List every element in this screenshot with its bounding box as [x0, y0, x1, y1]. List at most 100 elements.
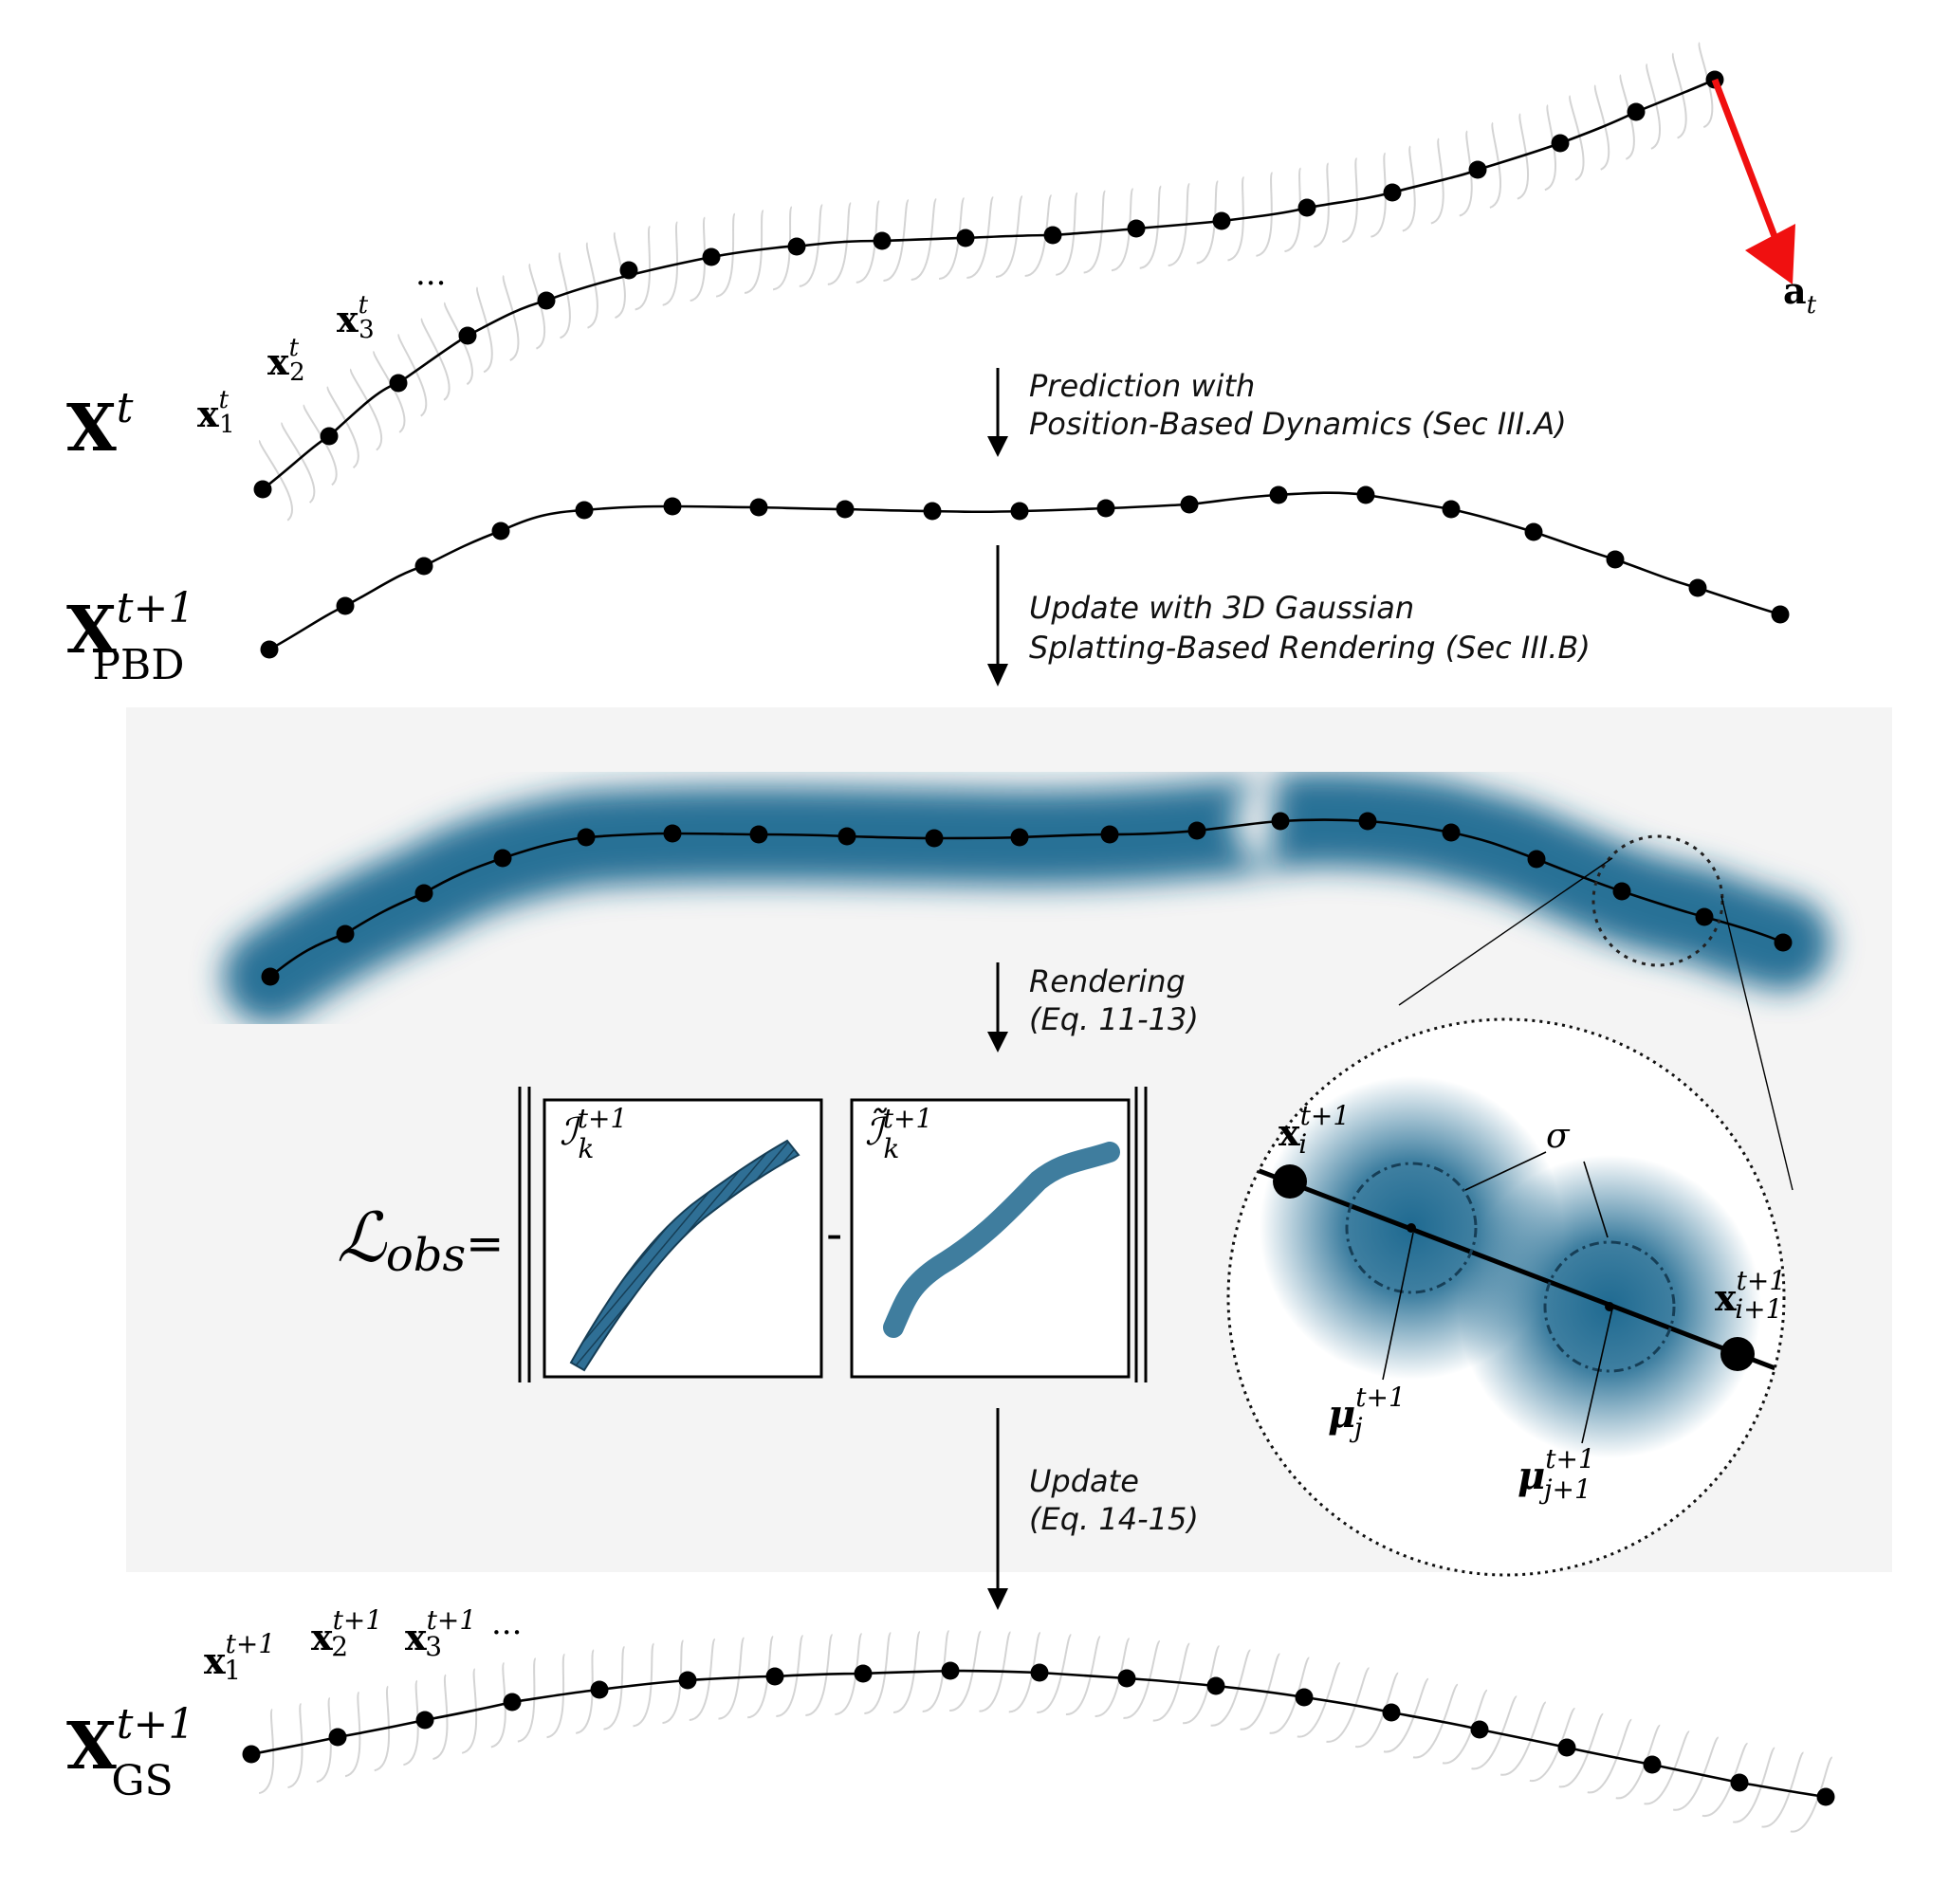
node-top-11	[1043, 226, 1062, 245]
node-top-9	[873, 231, 892, 250]
rope-top-strand	[476, 286, 493, 374]
label-action: at	[1783, 269, 1817, 320]
node-pbd-3	[414, 557, 433, 576]
node-gauss-2	[336, 925, 355, 943]
node-gs-7	[765, 1667, 784, 1686]
node-gs-6	[678, 1671, 697, 1690]
rope-top-strand	[635, 225, 652, 311]
node-gauss-19	[1774, 933, 1793, 952]
node-top-6	[619, 261, 638, 280]
node-top-18	[1627, 102, 1646, 121]
node-pbd-7	[749, 498, 768, 517]
label-loss: ℒobs=	[337, 1198, 504, 1282]
observed-rope-shape	[569, 1139, 800, 1372]
gaussian-rope-render	[223, 772, 1830, 1024]
node-pbd-17	[1606, 550, 1625, 569]
node-top-15	[1383, 183, 1402, 202]
node-gs-11	[1117, 1669, 1136, 1688]
rope-top-strand	[744, 209, 764, 295]
node-gauss-17	[1612, 882, 1631, 901]
node-top-3	[389, 374, 408, 393]
node-pbd-12	[1180, 495, 1199, 514]
node-gs-18	[1730, 1773, 1749, 1792]
rope-pbd	[260, 485, 1790, 659]
node-gs-8	[854, 1664, 873, 1683]
node-top-16	[1468, 160, 1487, 179]
rendered-rope-shape	[883, 1142, 1120, 1338]
node-pbd-1	[260, 640, 279, 659]
label-sigma: σ	[1546, 1117, 1571, 1156]
node-gauss-11	[1100, 825, 1119, 844]
node-gs-9	[941, 1661, 960, 1680]
node-pbd-6	[663, 497, 682, 516]
node-gauss-16	[1527, 850, 1546, 869]
node-pbd-5	[575, 501, 594, 520]
label-top-ellipsis: ...	[415, 255, 446, 293]
node-gs-2	[328, 1728, 347, 1747]
node-top-4	[458, 326, 477, 345]
node-pbd-4	[491, 522, 510, 540]
rope-top-strand	[827, 202, 853, 285]
node-pbd-13	[1269, 485, 1288, 504]
rope-top-strand	[350, 368, 383, 451]
node-pbd-18	[1688, 578, 1707, 597]
node-gs-13	[1295, 1688, 1314, 1707]
zoom-indicator	[1398, 834, 1794, 1191]
rope-top-strand	[397, 333, 428, 417]
node-gauss-14	[1358, 812, 1377, 831]
step-1-line-1: Prediction with	[1029, 368, 1255, 404]
node-gauss-4	[493, 849, 512, 868]
node-pbd-9	[923, 502, 942, 521]
node-top-8	[787, 237, 806, 256]
step-1-line-2: Position-Based Dynamics (Sec III.A)	[1029, 406, 1567, 442]
rope-top-strand	[502, 274, 520, 361]
node-gs-4	[503, 1693, 522, 1712]
node-pbd-11	[1096, 499, 1115, 518]
node-pbd-19	[1771, 605, 1790, 624]
rope-top-strand	[585, 242, 598, 329]
step-2-line-1: Update with 3D Gaussian	[1029, 590, 1414, 626]
node-top-1	[253, 480, 272, 499]
node-gauss-7	[749, 825, 768, 844]
action-arrow	[1711, 78, 1779, 241]
node-gs-16	[1557, 1738, 1576, 1757]
rope-top-strand	[259, 439, 293, 522]
node-gauss-9	[925, 829, 944, 848]
node-pbd-15	[1442, 500, 1461, 519]
node-gs-14	[1382, 1703, 1401, 1722]
node-gs-15	[1470, 1720, 1489, 1739]
node-gs-1	[242, 1745, 261, 1764]
node-gauss-5	[577, 828, 596, 847]
node-gauss-6	[663, 824, 682, 843]
node-top-5	[537, 291, 556, 310]
node-gauss-15	[1442, 823, 1461, 842]
rope-top-strand	[662, 221, 679, 306]
node-gs-10	[1030, 1663, 1049, 1682]
rope-top	[253, 42, 1795, 522]
zoom-detail	[1226, 1017, 1786, 1577]
node-gauss-12	[1187, 821, 1206, 840]
node-top-14	[1297, 198, 1316, 217]
node-x-i1	[1720, 1337, 1755, 1371]
rope-top-strand	[420, 318, 451, 401]
step-3-line-2: (Eq. 11-13)	[1029, 1001, 1199, 1037]
node-top-17	[1551, 134, 1570, 153]
node-pbd-16	[1524, 522, 1543, 541]
node-pbd-14	[1356, 485, 1375, 504]
node-gs-12	[1206, 1676, 1225, 1695]
node-pbd-8	[836, 500, 855, 519]
